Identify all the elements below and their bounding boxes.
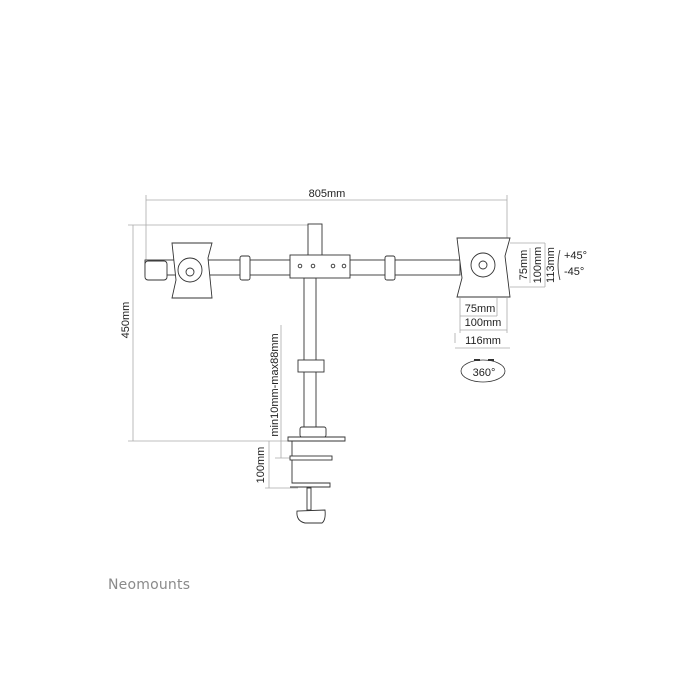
plate-width-label: 116mm (465, 335, 501, 347)
tilt-up-label: +45° (564, 250, 587, 262)
clamp-top (287, 436, 346, 442)
height-label: 450mm (120, 302, 132, 339)
clamp-plate (289, 455, 333, 461)
clamp-range-label: min10mm-max88mm (269, 333, 281, 436)
monitor-arm (144, 223, 511, 524)
plate-height-label: 113mm (545, 247, 557, 283)
dimension-lines (128, 195, 546, 489)
hub (289, 254, 351, 279)
vesa-width-100-label: 100mm (465, 317, 502, 329)
pole-top (307, 223, 323, 257)
tilt-down-label: -45° (564, 266, 584, 278)
clamp-depth-label: 100mm (255, 447, 267, 484)
pole (303, 277, 317, 439)
rotation-indicator (460, 249, 561, 383)
brand-logo: Neomounts (108, 577, 191, 593)
rotation-label: 360° (473, 367, 496, 379)
vesa-height-100-label: 100mm (532, 247, 544, 284)
vesa-height-75-label: 75mm (518, 250, 530, 281)
vesa-width-75-label: 75mm (465, 303, 496, 315)
left-end-cap (144, 260, 168, 281)
width-label: 805mm (309, 188, 346, 200)
cable-clip (297, 359, 325, 373)
clamp-knob (296, 509, 326, 524)
